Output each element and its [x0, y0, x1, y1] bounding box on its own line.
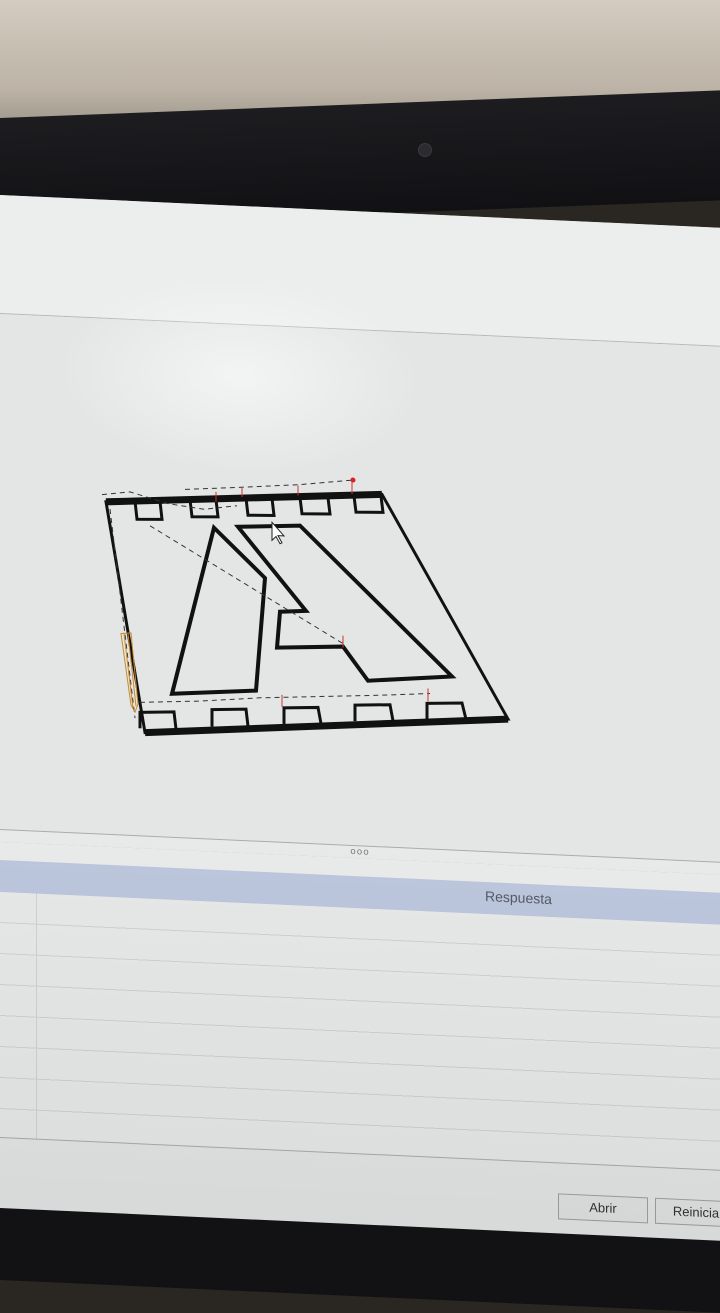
cnc-drawing	[101, 477, 511, 737]
monitor-screen: ooo Respuesta Abrir Reinicia	[0, 195, 720, 1268]
open-button[interactable]: Abrir	[558, 1193, 648, 1224]
bottom-slots	[138, 701, 468, 730]
reset-button[interactable]: Reinicia	[655, 1197, 720, 1228]
right-a-cut	[233, 523, 457, 683]
tool-path	[101, 479, 431, 719]
path-start-point	[350, 477, 356, 483]
grid-column-divider	[36, 893, 37, 1139]
splitter-grip-icon: ooo	[350, 846, 370, 858]
column-header-respuesta[interactable]: Respuesta	[485, 888, 552, 908]
part-top-edge	[105, 490, 383, 506]
webcam	[418, 143, 432, 157]
mouse-cursor-icon	[271, 521, 286, 545]
part-bottom-edge	[144, 715, 509, 737]
tool-markers	[215, 479, 429, 707]
drawing-canvas[interactable]	[0, 314, 720, 862]
left-triangle-cut	[169, 523, 268, 696]
top-slots	[133, 495, 385, 521]
pencil-icon	[120, 632, 139, 714]
results-grid	[0, 892, 720, 1170]
